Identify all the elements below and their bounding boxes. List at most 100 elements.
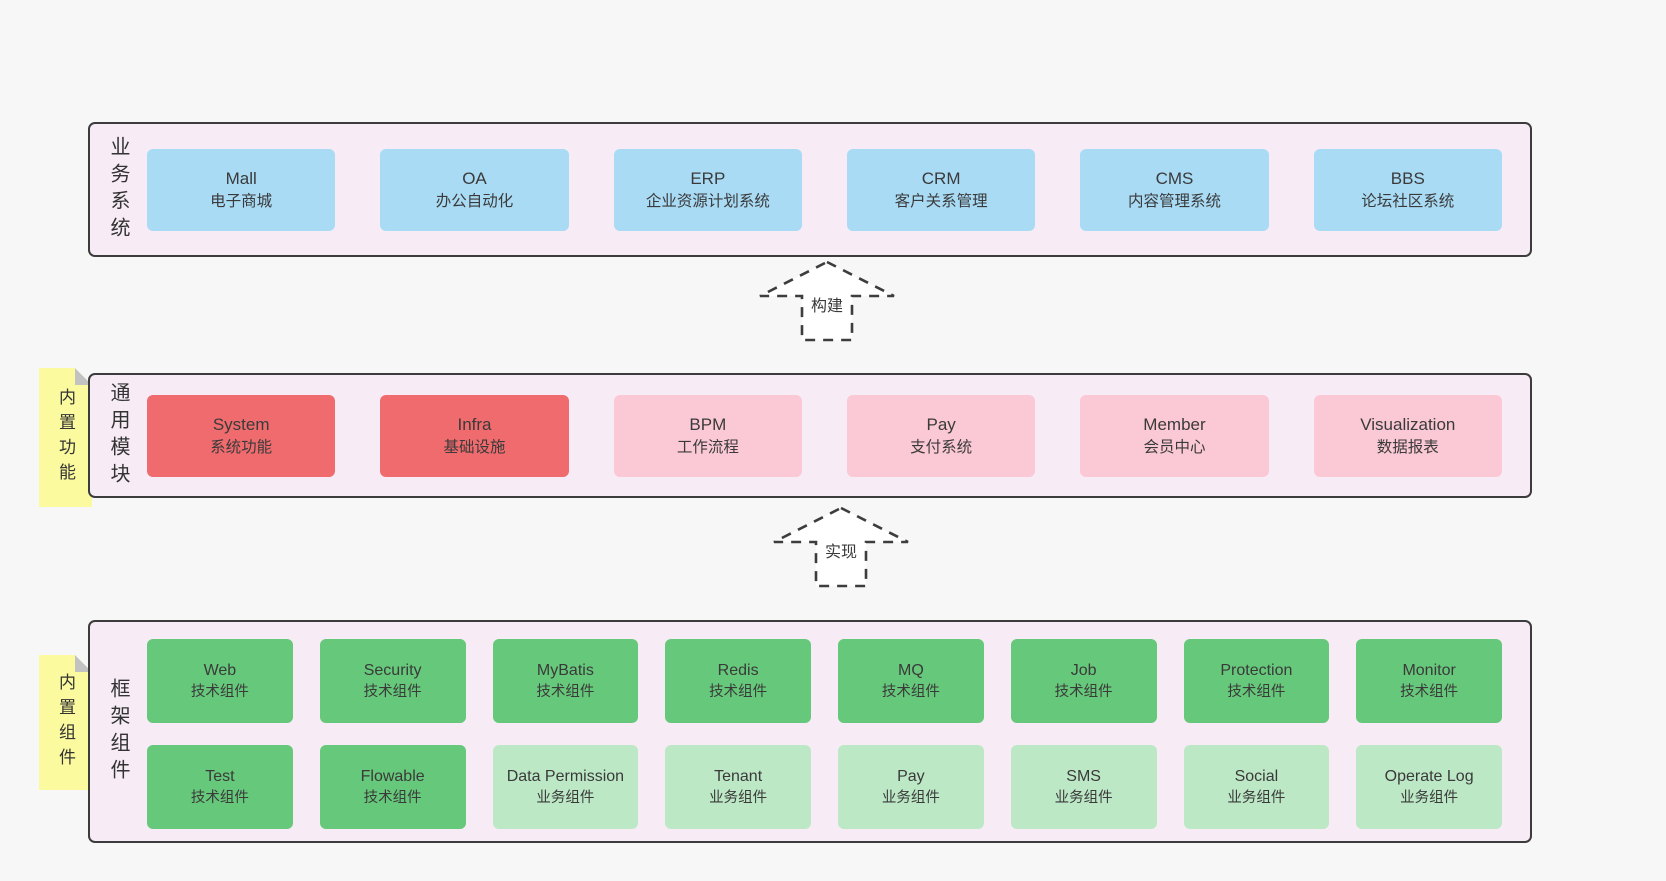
box-subtitle: 技术组件 — [1227, 684, 1286, 701]
box-job: Job 技术组件 — [1010, 639, 1157, 723]
build-arrow-label: 构建 — [808, 292, 846, 317]
box-title: OA — [462, 169, 487, 189]
box-subtitle: 技术组件 — [536, 684, 595, 701]
box-member: Member 会员中心 — [1080, 394, 1269, 477]
box-title: Pay — [897, 767, 925, 785]
box-social: Social 业务组件 — [1183, 745, 1330, 829]
box-redis: Redis 技术组件 — [665, 639, 811, 723]
box-subtitle: 技术组件 — [190, 684, 249, 701]
box-title: Flowable — [360, 767, 425, 785]
box-subtitle: 企业资源计划系统 — [645, 192, 770, 210]
box-subtitle: 业务组件 — [709, 790, 768, 807]
box-subtitle: 技术组件 — [363, 790, 422, 807]
note-label: 内置功能 — [56, 387, 75, 488]
implement-arrow-icon: 实现 — [771, 505, 911, 589]
box-flowable: Flowable 技术组件 — [319, 745, 466, 829]
box-mybatis: MyBatis 技术组件 — [492, 639, 639, 723]
box-web: Web 技术组件 — [147, 639, 293, 723]
box-subtitle: 业务组件 — [1227, 790, 1286, 807]
box-subtitle: 技术组件 — [190, 790, 249, 807]
box-title: Monitor — [1402, 661, 1456, 679]
box-subtitle: 基础设施 — [443, 438, 506, 456]
box-tenant: Tenant 业务组件 — [665, 745, 811, 829]
build-arrow-icon: 构建 — [757, 259, 897, 343]
box-mall: Mall 电子商城 — [147, 148, 336, 231]
box-data-permission: Data Permission 业务组件 — [492, 745, 639, 829]
box-subtitle: 业务组件 — [536, 790, 595, 807]
note-label: 内置组件 — [56, 672, 75, 773]
box-system: System 系统功能 — [147, 394, 336, 477]
panel-common-modules: 通用模块 System 系统功能 Infra 基础设施 BPM 工作流程 Pay… — [88, 373, 1532, 498]
box-pay-biz: Pay 业务组件 — [838, 745, 984, 829]
box-subtitle: 办公自动化 — [435, 192, 514, 210]
panel-business-label: 业务系统 — [107, 135, 129, 244]
box-title: CRM — [921, 169, 961, 189]
box-title: Pay — [926, 415, 956, 435]
box-subtitle: 电子商城 — [210, 192, 273, 210]
modules-boxes-row: System 系统功能 Infra 基础设施 BPM 工作流程 Pay 支付系统… — [147, 394, 1502, 477]
box-title: Data Permission — [506, 767, 625, 785]
box-title: Operate Log — [1384, 767, 1474, 785]
box-sms: SMS 业务组件 — [1010, 745, 1157, 829]
box-subtitle: 技术组件 — [709, 684, 768, 701]
box-operate-log: Operate Log 业务组件 — [1356, 745, 1502, 829]
box-infra: Infra 基础设施 — [380, 394, 569, 477]
box-pay: Pay 支付系统 — [846, 394, 1036, 477]
box-subtitle: 会员中心 — [1143, 438, 1206, 456]
note-built-in-components: 内置组件 — [39, 655, 92, 790]
box-title: ERP — [690, 169, 726, 189]
box-title: Tenant — [714, 767, 763, 785]
box-title: System — [212, 415, 270, 435]
box-protection: Protection 技术组件 — [1183, 639, 1330, 723]
box-subtitle: 内容管理系统 — [1127, 192, 1221, 210]
panel-business-systems: 业务系统 Mall 电子商城 OA 办公自动化 ERP 企业资源计划系统 CRM… — [88, 122, 1532, 257]
box-subtitle: 技术组件 — [1400, 684, 1459, 701]
box-title: BBS — [1390, 169, 1425, 189]
box-subtitle: 数据报表 — [1376, 438, 1439, 456]
box-subtitle: 技术组件 — [1054, 684, 1113, 701]
implement-arrow-label: 实现 — [822, 538, 860, 563]
box-title: Redis — [717, 661, 759, 679]
box-subtitle: 业务组件 — [1054, 790, 1113, 807]
box-subtitle: 系统功能 — [210, 438, 273, 456]
box-title: BPM — [689, 415, 727, 435]
box-title: SMS — [1066, 767, 1101, 785]
box-security: Security 技术组件 — [319, 639, 466, 723]
box-monitor: Monitor 技术组件 — [1356, 639, 1502, 723]
box-title: CMS — [1155, 169, 1194, 189]
box-subtitle: 工作流程 — [676, 438, 739, 456]
box-title: Test — [205, 767, 235, 785]
box-visualization: Visualization 数据报表 — [1313, 394, 1502, 477]
panel-framework-label: 框架组件 — [107, 677, 129, 786]
box-subtitle: 业务组件 — [881, 790, 940, 807]
box-subtitle: 技术组件 — [881, 684, 940, 701]
box-title: Visualization — [1360, 415, 1456, 435]
box-title: Mall — [225, 169, 257, 189]
box-subtitle: 论坛社区系统 — [1361, 192, 1455, 210]
box-title: Job — [1070, 661, 1097, 679]
box-oa: OA 办公自动化 — [380, 148, 569, 231]
box-subtitle: 业务组件 — [1400, 790, 1459, 807]
box-subtitle: 支付系统 — [910, 438, 973, 456]
box-bpm: BPM 工作流程 — [613, 394, 802, 477]
box-crm: CRM 客户关系管理 — [846, 148, 1036, 231]
box-subtitle: 客户关系管理 — [894, 192, 988, 210]
note-built-in-features: 内置功能 — [39, 368, 92, 507]
box-erp: ERP 企业资源计划系统 — [613, 148, 802, 231]
box-bbs: BBS 论坛社区系统 — [1313, 148, 1502, 231]
business-boxes-row: Mall 电子商城 OA 办公自动化 ERP 企业资源计划系统 CRM 客户关系… — [147, 148, 1502, 231]
box-title: Member — [1143, 415, 1206, 435]
panel-framework-components: 框架组件 Web 技术组件 Security 技术组件 MyBatis 技术组件… — [88, 620, 1532, 843]
framework-boxes-grid: Web 技术组件 Security 技术组件 MyBatis 技术组件 Redi… — [147, 639, 1502, 829]
box-title: Social — [1234, 767, 1279, 785]
box-title: MQ — [897, 661, 924, 679]
box-test: Test 技术组件 — [147, 745, 293, 829]
box-title: Infra — [457, 415, 492, 435]
box-title: Security — [363, 661, 422, 679]
box-title: Web — [203, 661, 237, 679]
panel-modules-label: 通用模块 — [107, 381, 129, 490]
box-cms: CMS 内容管理系统 — [1080, 148, 1269, 231]
box-mq: MQ 技术组件 — [838, 639, 984, 723]
box-title: MyBatis — [536, 661, 594, 679]
